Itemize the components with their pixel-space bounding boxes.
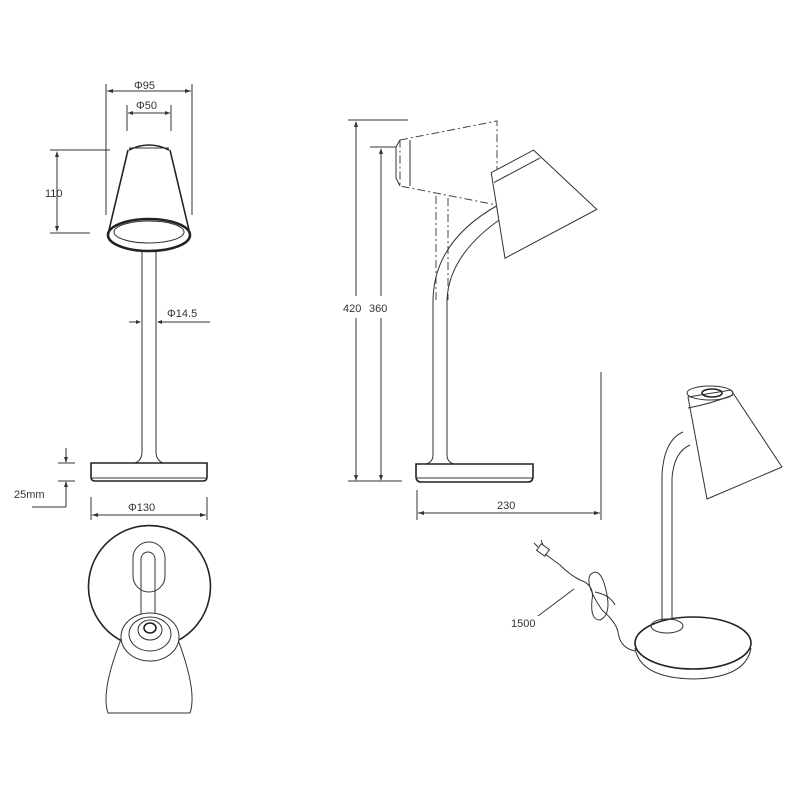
reach-label: 230	[497, 500, 515, 512]
base-height-label: 25mm	[14, 489, 45, 501]
front-view: Φ95 Φ50 110 Φ14.5	[14, 80, 210, 520]
shade-top-diameter-label: Φ50	[136, 100, 157, 112]
shade-height-label: 110	[45, 188, 63, 200]
stem-diameter-label: Φ14.5	[167, 308, 197, 320]
top-view	[87, 524, 212, 714]
max-height-label: 420	[343, 303, 361, 315]
shade-bottom-diameter-label: Φ95	[134, 80, 155, 92]
side-view: 420 360 230	[343, 119, 602, 520]
perspective-view: 1500	[511, 385, 783, 680]
cable-length-label: 1500	[511, 618, 535, 630]
base-diameter-label: Φ130	[128, 502, 155, 514]
min-height-label: 360	[369, 303, 387, 315]
